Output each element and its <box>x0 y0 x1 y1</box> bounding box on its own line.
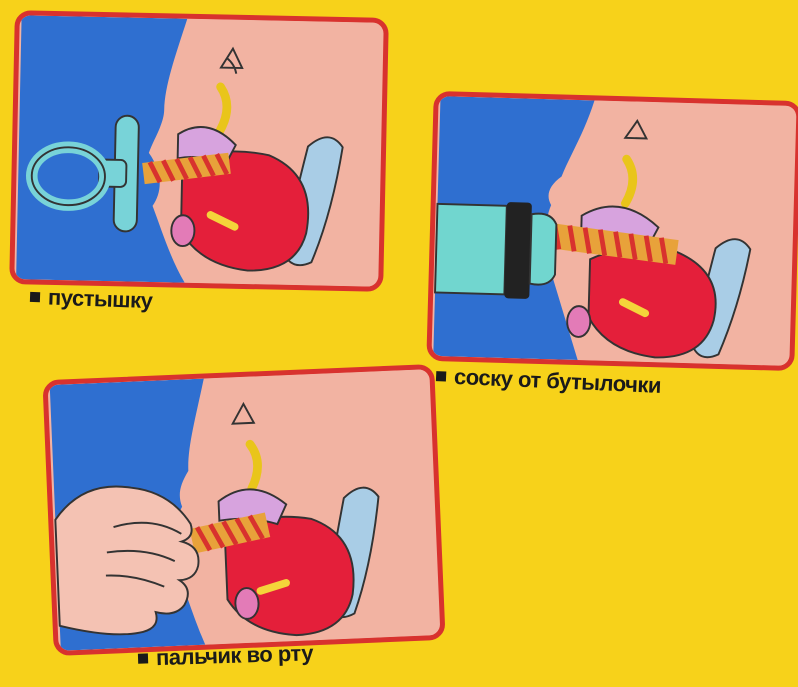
caption-pacifier: пустышку <box>30 284 153 314</box>
caption-bottle-nipple-text: соску от бутылочки <box>454 364 662 399</box>
panel-thumb <box>42 364 445 656</box>
pacifier-illustration <box>14 15 383 287</box>
caption-thumb-text: пальчик во рту <box>156 640 314 671</box>
thumb-illustration <box>48 369 441 651</box>
panel-bottle-nipple <box>426 91 798 371</box>
bullet-icon <box>138 653 148 663</box>
caption-pacifier-text: пустышку <box>48 285 153 315</box>
bottle-ring <box>504 202 532 299</box>
bottle-body <box>435 200 557 300</box>
caption-bottle-nipple: соску от бутылочки <box>436 363 662 399</box>
caption-thumb: пальчик во рту <box>138 640 314 671</box>
bullet-icon <box>30 292 40 302</box>
chin-spot <box>567 306 591 337</box>
bullet-icon <box>436 371 446 381</box>
chin-spot <box>171 215 195 246</box>
chin-spot <box>235 588 259 620</box>
panel-pacifier <box>9 10 389 292</box>
bottle-illustration <box>431 96 796 366</box>
